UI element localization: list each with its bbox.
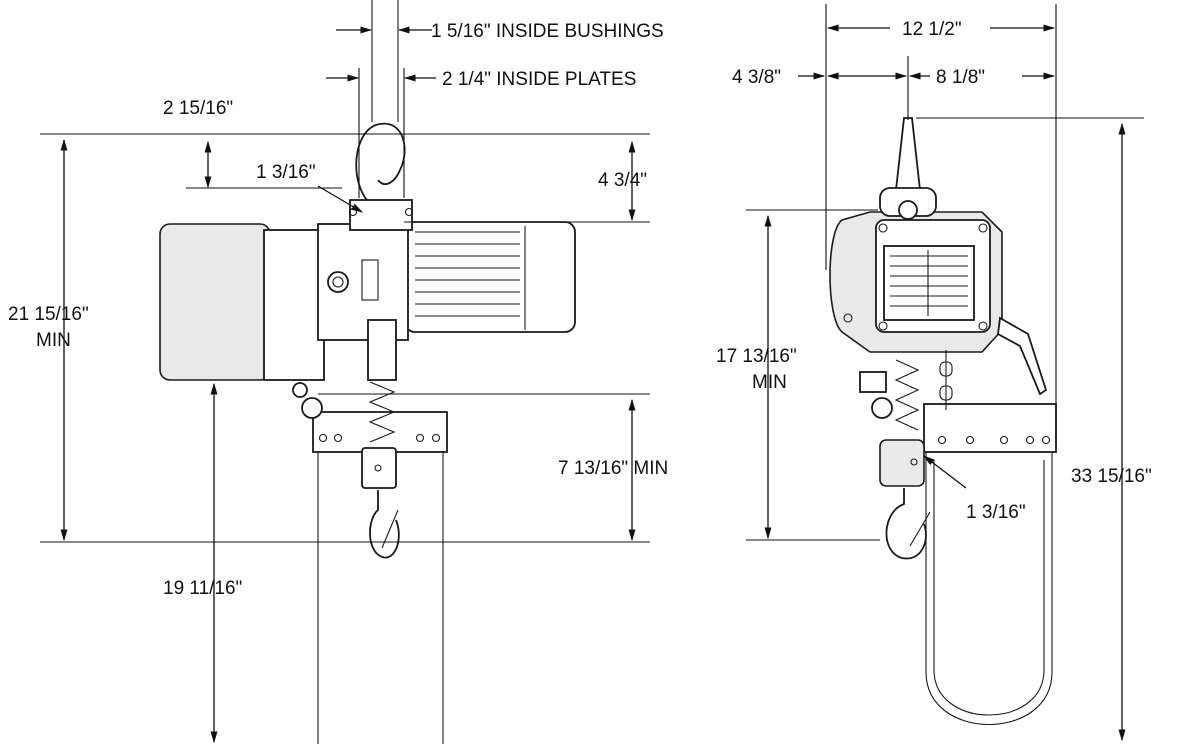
front-dimensions: 12 1/2" 4 3/8" 8 1/8" 17 13/16" MIN 33 1… [716, 4, 1152, 742]
side-cooling-fins [415, 231, 520, 317]
label-hook-height: 4 3/4" [598, 170, 647, 191]
side-view [159, 0, 576, 744]
side-motor [404, 221, 576, 333]
side-dimensions: 1 5/16" INSIDE BUSHINGS 2 1/4" INSIDE PL… [8, 21, 668, 744]
front-vent-grille [890, 250, 968, 316]
label-front-min-line1: 17 13/16" [716, 346, 797, 367]
label-total-height: 33 15/16" [1071, 466, 1152, 487]
side-chain-bag [312, 411, 448, 744]
label-hook-opening-front: 1 3/16" [966, 502, 1026, 523]
front-lower-assembly [859, 350, 953, 560]
side-lower-assembly [361, 319, 400, 559]
label-overall-min-line1: 21 15/16" [8, 304, 89, 325]
label-overall-width: 12 1/2" [902, 19, 962, 40]
front-body [829, 211, 1003, 353]
front-view [829, 117, 1057, 725]
label-bag-length: 19 11/16" [163, 578, 242, 599]
label-hook-opening-side: 1 3/16" [256, 162, 316, 183]
side-top-shank [371, 0, 399, 122]
side-gearbox [159, 223, 409, 381]
label-inside-plates: 2 1/4" INSIDE PLATES [442, 69, 636, 90]
label-front-min-line2: MIN [752, 372, 787, 393]
front-top-hook [879, 117, 937, 220]
label-width-right: 8 1/8" [936, 67, 985, 88]
side-top-hook [348, 122, 414, 231]
side-pendant-relief [292, 382, 323, 419]
label-overall-min-line2: MIN [36, 330, 71, 351]
label-inside-bushings: 1 5/16" INSIDE BUSHINGS [431, 21, 664, 42]
label-hook-offset: 2 15/16" [163, 98, 233, 119]
front-handle-arm [997, 316, 1048, 396]
label-bag-min: 7 13/16" MIN [558, 458, 668, 479]
front-chain-bag [923, 403, 1057, 725]
label-width-left: 4 3/8" [732, 67, 781, 88]
